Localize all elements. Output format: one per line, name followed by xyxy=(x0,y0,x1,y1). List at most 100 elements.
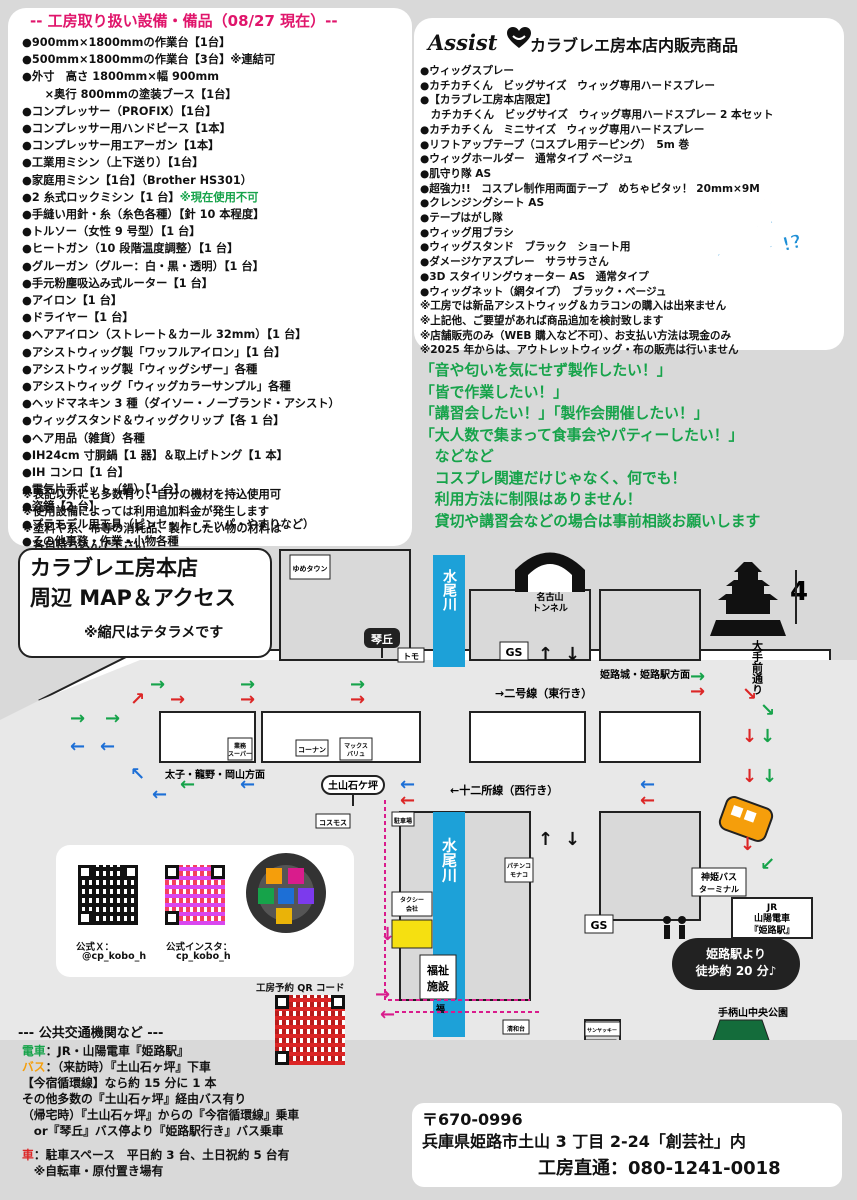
equipment-item-text: ●電気片手ポット（鍋）【1 台】 xyxy=(22,483,185,497)
gyomu-label-2: スーパー xyxy=(228,750,252,758)
shop-item: ●ウィッグネット（網タイプ） ブラック・ベージュ xyxy=(420,285,667,298)
nijo-line: →二号線（東行き） xyxy=(495,686,592,700)
usage-line: 貸切や講習会などの場合は事前相談お願いします xyxy=(420,512,761,530)
maxvalu-shop xyxy=(339,737,373,761)
car-note: ※自転車・原付置き場有 xyxy=(22,1164,164,1178)
shop-item: ●テープはがし隊 xyxy=(420,212,503,225)
jr-label-3: 『姫路駅』 xyxy=(749,924,794,936)
svg-text:→: → xyxy=(350,674,365,695)
x-label: 公式Ｘ： xyxy=(76,942,115,953)
block-top-right xyxy=(599,589,701,661)
equipment-item-text: ●ドライヤー【1 台】 xyxy=(22,311,134,325)
equipment-item: ●アシストウィッグ「ウィッグカラーサンプル」各種 xyxy=(22,378,417,395)
shop-item: ●ウィッグスプレー xyxy=(420,65,514,77)
shop-item: ●ウィッグスタンド ブラック ショート用 xyxy=(420,241,631,254)
shop-panel xyxy=(414,18,844,350)
equipment-item: ●アシストウィッグ製「ワッフルアイロン」【1 台】 xyxy=(22,344,417,361)
workshop-location xyxy=(391,919,433,949)
shop-item: ※店舗販売のみ（WEB 購入など不可）、お支払い方法は現金のみ xyxy=(420,329,732,342)
gyomu-label: 業務 xyxy=(233,742,247,750)
himeji-castle-icon xyxy=(710,562,786,636)
equipment-item-text: ●工業用ミシン（上下送り）【1台】 xyxy=(22,156,204,170)
equipment-item: ●ドライヤー【1 台】 xyxy=(22,309,417,326)
shop-item: カチカチくん ビッグサイズ ウィッグ専用ハードスプレー 2 本セット xyxy=(420,109,774,122)
map-title: カラブレエ房本店 xyxy=(30,556,198,580)
usage-message: 「音や匂いを気にせず製作したい！」「皆で作業したい！」「講習会したい！」「製作会… xyxy=(420,360,850,532)
walk-line: 姫路駅より xyxy=(706,947,766,961)
maxvalu-label: マックス xyxy=(344,742,368,750)
tunnel-label-2: トンネル xyxy=(532,603,568,614)
sanyaki-shop xyxy=(584,1021,621,1037)
svg-text:↓: ↓ xyxy=(740,834,755,855)
taxi-label-2: 会社 xyxy=(406,905,418,913)
svg-text:↓: ↓ xyxy=(742,726,757,747)
equipment-item-text: ●ヘア用品（雑貨）各種 xyxy=(22,431,145,445)
gs-box-top xyxy=(499,641,529,661)
equipment-item: ×奥行 800mmの塗装ブース【1台】 xyxy=(22,86,417,103)
svg-text:←: ← xyxy=(240,774,255,795)
map-title-box xyxy=(18,548,272,658)
block-mid3 xyxy=(469,711,586,763)
equipment-item-text: ●コンプレッサー用エアーガン【1本】 xyxy=(22,139,220,153)
shop-item: ●ウィッグ用ブラシ xyxy=(420,226,514,239)
svg-text:↘: ↘ xyxy=(760,700,775,721)
shop-item: ●カチカチくん ミニサイズ ウィッグ専用ハードスプレー xyxy=(420,123,705,136)
shop-item: ●ダメージケアスプレー サラサラさん xyxy=(420,256,609,269)
kosmos-label: コスモス xyxy=(319,819,347,827)
bus-label: バス xyxy=(22,1060,46,1074)
equipment-item: ●コンプレッサー用エアーガン【1本】 xyxy=(22,137,417,154)
shop-item-list: ●ウィッグスプレー●カチカチくん ビッグサイズ ウィッグ専用ハードスプレー●【カ… xyxy=(420,64,845,358)
equipment-item-text: ●プラモデル用工具（ピンセット・ニッパ・やすりなど） xyxy=(22,517,315,531)
insta-handle[interactable]: cp_kobo_h xyxy=(176,951,231,962)
river-label-upper: 水尾川 xyxy=(441,568,458,611)
svg-text:→: → xyxy=(240,674,255,695)
traffic-arrows: → → → → → → → → ↗ ← ← ↖ ← ← ← ← ← ← ← → … xyxy=(70,644,777,1025)
kosmos-shop xyxy=(315,813,351,829)
equipment-item: ●ウィッグスタンド＆ウィッグクリップ【各 1 台】 xyxy=(22,412,417,429)
svg-text:→: → xyxy=(150,674,165,695)
loop-line: 【今宿循環線】なら約 15 分に 1 本 xyxy=(22,1076,217,1090)
usage-line: 「皆で作業したい！」 xyxy=(420,383,568,401)
parking-label: 駐車場 xyxy=(394,817,412,825)
svg-text:↓: ↓ xyxy=(762,766,777,787)
tegarayama-label: 手柄山中央公園 xyxy=(718,1006,788,1019)
instagram-qr-code[interactable] xyxy=(165,865,225,925)
qr-corner xyxy=(331,995,345,1009)
equipment-item-text: ●コンプレッサー用ハンドピース【1本】 xyxy=(22,122,231,136)
welfare-label: 福祉 xyxy=(426,963,449,977)
equipment-item: ●コンプレッサー用ハンドピース【1本】 xyxy=(22,120,417,137)
equipment-item-text: ●アシストウィッグ製「ウィッグシザー」各種 xyxy=(22,362,258,376)
equipment-item: ●ヘア用品（雑貨）各種 xyxy=(22,430,417,447)
return-line: （帰宅時）『土山石ヶ坪』からの『今宿循環線』乗車 xyxy=(22,1108,300,1122)
x-qr-code[interactable] xyxy=(78,865,138,925)
map-subtitle: 周辺 MAP＆アクセス xyxy=(30,586,236,610)
yume-town-label: ゆめタウン xyxy=(293,564,328,573)
svg-text:↓: ↓ xyxy=(565,829,580,850)
svg-text:↓: ↓ xyxy=(380,924,395,945)
konan-label: コーナン xyxy=(298,746,326,754)
gs-label-bottom: GS xyxy=(591,919,608,932)
ote-street: 大手前通り xyxy=(751,639,764,695)
equipment-item-text: ●家庭用ミシン【1台】（Brother HS301） xyxy=(22,173,253,187)
booking-qr-code[interactable] xyxy=(275,995,345,1065)
equipment-note: ※表記以外にも多数有り、自分の機材を持込使用可 xyxy=(22,488,282,501)
park-shape xyxy=(712,1019,770,1040)
svg-text:↙: ↙ xyxy=(760,854,775,875)
qr-corner xyxy=(78,865,92,879)
equipment-item: ●アシストウィッグ製「ウィッグシザー」各種 xyxy=(22,361,417,378)
svg-text:↓: ↓ xyxy=(742,766,757,787)
usage-line: 利用方法に制限はありません！ xyxy=(420,491,642,508)
shop-item: ●クレンジングシート AS xyxy=(420,197,545,210)
x-handle[interactable]: @cp_kobo_h xyxy=(82,951,147,962)
usage-line: 「大人数で集まって食事会やパティーしたい！」 xyxy=(420,426,744,444)
equipment-item-text: ●ウィッグスタンド＆ウィッグクリップ【各 1 台】 xyxy=(22,414,285,428)
phone-number[interactable]: 工房直通：080-1241-0018 xyxy=(538,1158,781,1179)
svg-text:→: → xyxy=(240,689,255,710)
welfare-label-2: 施設 xyxy=(427,979,450,993)
tunnel-label: 名古山 xyxy=(536,591,563,603)
river-upper xyxy=(433,555,465,667)
qr-corner xyxy=(165,865,179,879)
walker-icon xyxy=(663,916,686,939)
equipment-item: ●家庭用ミシン【1台】（Brother HS301） xyxy=(22,172,417,189)
